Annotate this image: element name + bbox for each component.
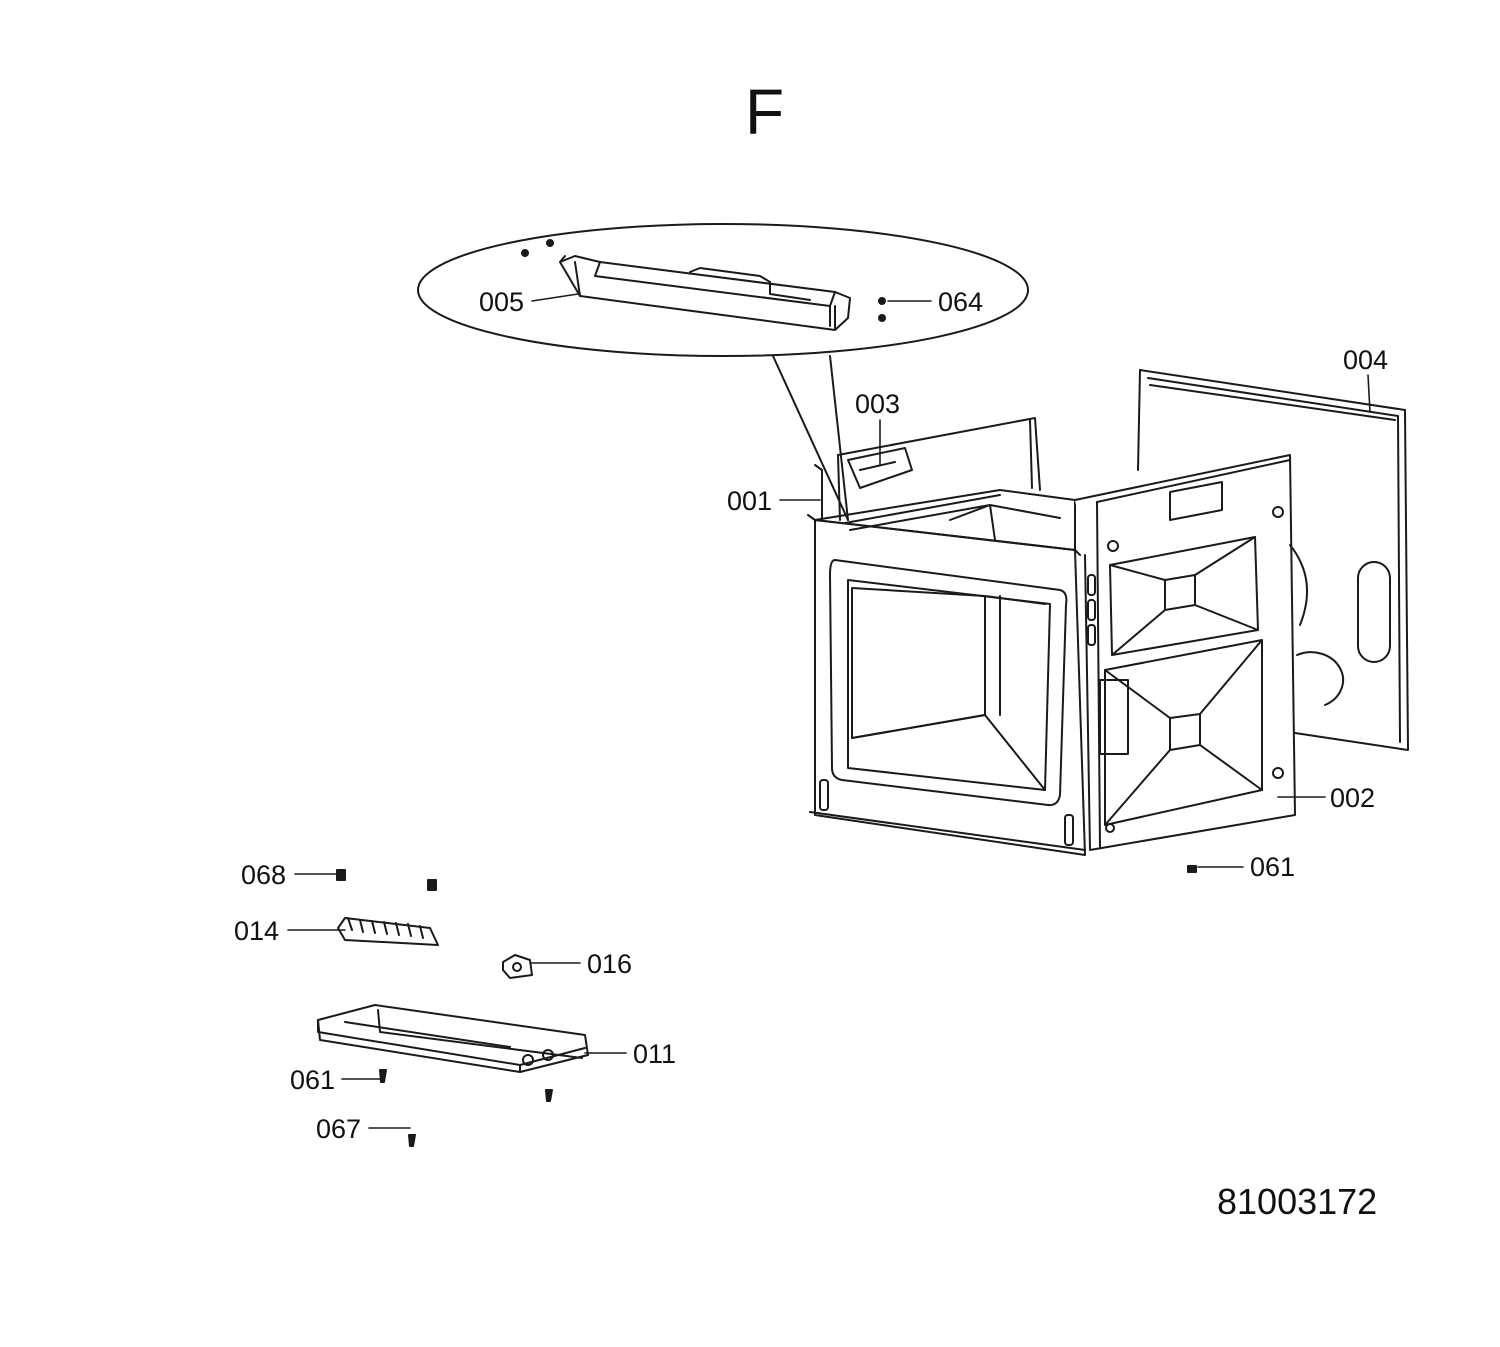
back-panel-004 <box>1137 369 1409 751</box>
oven-cavity <box>807 417 1086 856</box>
detail-screws <box>521 239 886 322</box>
callout-064: 064 <box>938 287 984 317</box>
document-number: 81003172 <box>1217 1181 1378 1222</box>
callout-067: 067 <box>316 1114 362 1144</box>
callout-004: 004 <box>1343 345 1389 375</box>
callout-011: 011 <box>633 1039 677 1069</box>
callout-061-right: 061 <box>1250 852 1296 882</box>
thermostat-016 <box>502 954 533 979</box>
detail-magnifier <box>417 223 1029 521</box>
callout-003: 003 <box>855 389 901 419</box>
callout-001: 001 <box>727 486 773 516</box>
callout-068: 068 <box>241 860 287 890</box>
callout-061-left: 061 <box>290 1065 336 1095</box>
callout-016: 016 <box>587 949 633 979</box>
callout-002: 002 <box>1330 783 1376 813</box>
leader-lines <box>287 293 1371 1129</box>
callout-005: 005 <box>479 287 525 317</box>
small-screws <box>336 865 1197 1147</box>
terminal-block-014 <box>337 917 439 946</box>
callout-014: 014 <box>234 916 280 946</box>
bracket-part-005 <box>559 255 851 331</box>
section-letter: F <box>745 76 785 148</box>
control-box-011 <box>317 1004 589 1073</box>
side-panel-002 <box>1074 454 1296 851</box>
